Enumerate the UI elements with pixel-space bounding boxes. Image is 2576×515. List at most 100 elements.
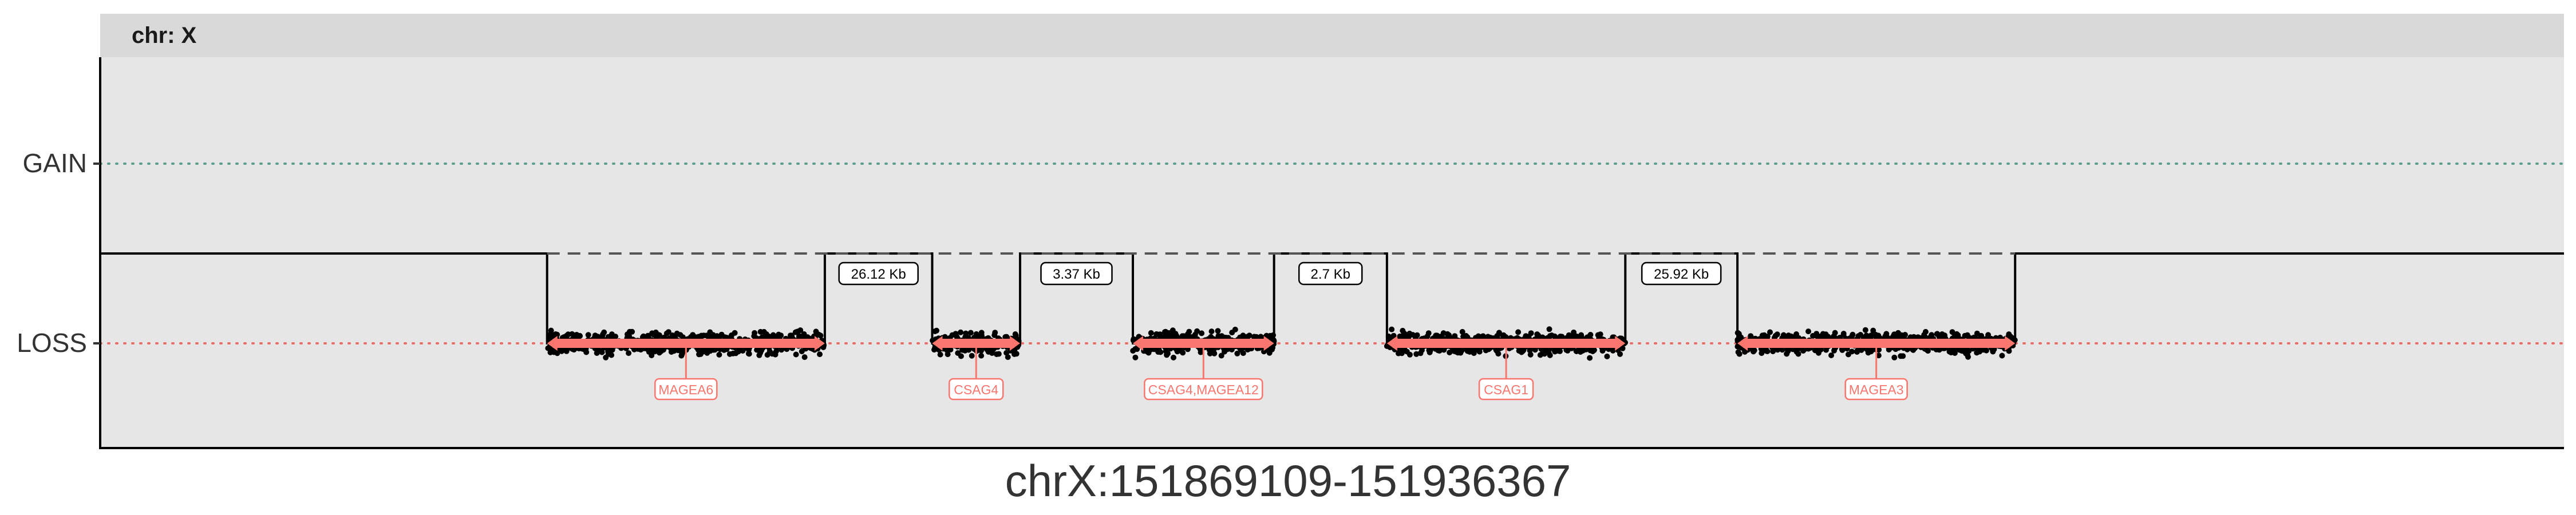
data-point bbox=[629, 328, 635, 335]
data-point bbox=[1003, 350, 1010, 356]
gene-label: MAGEA6 bbox=[658, 382, 713, 397]
data-point bbox=[991, 332, 998, 338]
data-point bbox=[1012, 351, 1017, 357]
data-point bbox=[1208, 328, 1215, 335]
data-point bbox=[1523, 333, 1529, 339]
facet-strip bbox=[100, 14, 2564, 57]
data-point bbox=[650, 331, 657, 338]
data-point bbox=[1485, 334, 1491, 340]
data-point bbox=[995, 351, 1002, 357]
gene-arrow-left bbox=[932, 336, 943, 351]
data-point bbox=[967, 330, 974, 336]
data-point bbox=[1253, 334, 1259, 340]
data-point bbox=[605, 334, 611, 340]
data-point bbox=[1929, 332, 1935, 338]
data-point bbox=[652, 347, 658, 353]
data-point bbox=[1134, 346, 1140, 352]
data-point bbox=[626, 350, 632, 356]
data-point bbox=[1865, 350, 1871, 356]
data-point bbox=[1400, 327, 1406, 334]
data-point bbox=[1165, 330, 1172, 336]
data-point bbox=[649, 352, 655, 358]
data-point bbox=[1495, 351, 1502, 357]
data-point bbox=[1578, 334, 1585, 340]
gene-arrow-left bbox=[547, 336, 558, 351]
data-point bbox=[1978, 332, 1985, 339]
data-point bbox=[1939, 331, 1945, 337]
data-point bbox=[1405, 332, 1412, 339]
data-point bbox=[1922, 328, 1929, 335]
data-point bbox=[801, 354, 808, 360]
data-point bbox=[1546, 326, 1552, 332]
facet-strip-label: chr: X bbox=[132, 23, 197, 48]
gene-label-box bbox=[654, 378, 718, 401]
data-point bbox=[2006, 348, 2012, 354]
data-point bbox=[1496, 330, 1502, 336]
data-point bbox=[655, 332, 662, 338]
data-point bbox=[1475, 333, 1481, 339]
data-point bbox=[1974, 330, 1980, 336]
data-point bbox=[1875, 332, 1882, 339]
data-point bbox=[1171, 354, 1176, 360]
data-point bbox=[1999, 352, 2005, 359]
data-point bbox=[585, 332, 591, 338]
data-point bbox=[626, 333, 633, 339]
data-point bbox=[1815, 350, 1822, 356]
gene-label-box bbox=[948, 378, 1004, 401]
data-point bbox=[1180, 350, 1186, 356]
data-point bbox=[963, 330, 969, 336]
data-point bbox=[716, 351, 722, 358]
data-point bbox=[1751, 347, 1757, 354]
data-point bbox=[1404, 348, 1410, 355]
data-point bbox=[1186, 328, 1192, 335]
data-point bbox=[1164, 352, 1170, 358]
data-point bbox=[1012, 331, 1018, 337]
y-tick-label-loss: LOSS bbox=[17, 328, 87, 358]
data-point bbox=[1389, 326, 1395, 332]
gene-arrow-right bbox=[1009, 336, 1020, 351]
data-point bbox=[1229, 330, 1235, 336]
data-point bbox=[1515, 329, 1522, 335]
data-point bbox=[1240, 350, 1246, 356]
data-point bbox=[1222, 348, 1227, 355]
data-point bbox=[1896, 332, 1902, 338]
data-point bbox=[934, 327, 939, 334]
data-point bbox=[1948, 350, 1954, 356]
data-point bbox=[1736, 351, 1743, 357]
data-point bbox=[1792, 334, 1798, 340]
gene-bar bbox=[1139, 339, 1269, 348]
data-point bbox=[746, 351, 752, 357]
data-point bbox=[1172, 331, 1179, 337]
data-point bbox=[714, 333, 720, 339]
data-point bbox=[1840, 332, 1847, 338]
data-point bbox=[1862, 327, 1868, 333]
data-point bbox=[1467, 348, 1473, 354]
data-point bbox=[613, 334, 619, 340]
data-point bbox=[1267, 332, 1273, 339]
data-point bbox=[817, 332, 824, 339]
data-point bbox=[1413, 351, 1420, 357]
data-point bbox=[698, 351, 704, 357]
data-point bbox=[1440, 330, 1447, 336]
data-point bbox=[677, 332, 683, 338]
data-point bbox=[639, 334, 646, 340]
gene-label: MAGEA3 bbox=[1849, 382, 1904, 397]
data-point bbox=[1398, 350, 1405, 356]
data-point bbox=[761, 328, 767, 335]
gene-label: CSAG4,MAGEA12 bbox=[1148, 382, 1259, 397]
data-point bbox=[817, 351, 823, 358]
data-point bbox=[1194, 328, 1200, 334]
data-point bbox=[594, 347, 600, 354]
data-point bbox=[1759, 332, 1765, 339]
data-point bbox=[1876, 347, 1882, 353]
gap-distance-label: 3.37 Kb bbox=[1053, 267, 1100, 282]
gene-arrow-left bbox=[1737, 336, 1748, 351]
gene-label-box bbox=[1478, 378, 1534, 401]
gene-bar bbox=[1392, 339, 1620, 348]
data-point bbox=[793, 351, 799, 358]
data-point bbox=[1617, 351, 1623, 357]
data-point bbox=[1599, 348, 1606, 354]
data-point bbox=[1738, 334, 1744, 340]
